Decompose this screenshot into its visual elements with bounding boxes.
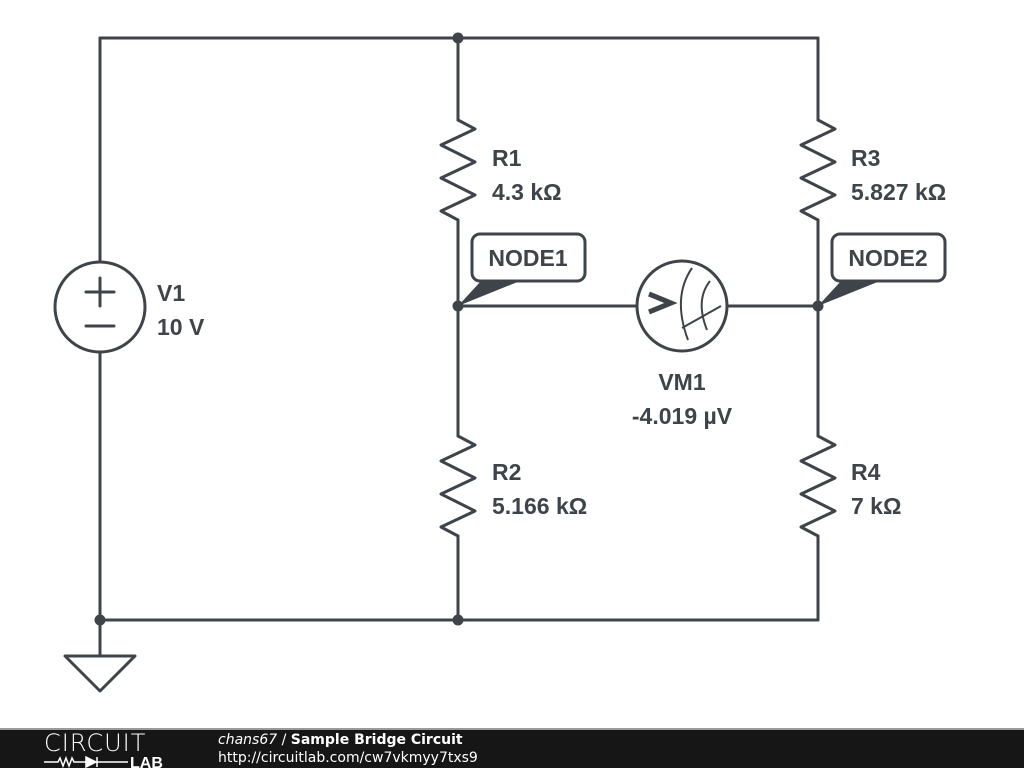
r4-value-label: 7 kΩ [851,493,901,519]
r4-name-label: R4 [851,459,881,485]
junction-dot [94,614,106,626]
r1-name-label: R1 [492,145,522,171]
junction-dot [452,614,464,626]
circuit-title: Sample Bridge Circuit [290,732,463,748]
v1-value-label: 10 V [157,314,205,340]
voltmeter-arrow-icon [648,291,678,315]
schematic-canvas: V1 10 V R1 4.3 kΩ R3 5.827 kΩ R2 5.166 k… [53,32,947,693]
voltmeter-icon [635,259,729,353]
vm1-name-label: VM1 [658,369,706,395]
footer-bar: CIRCUIT LAB chans67 / Sample Bridge Circ… [0,728,1024,768]
circuitlab-logo-icon[interactable]: LAB [44,754,184,768]
plus-icon [84,276,116,308]
voltmeter-vm1[interactable]: VM1 -4.019 µV [632,259,733,429]
v1-name-label: V1 [157,280,185,306]
resistor-r3[interactable]: R3 5.827 kΩ [799,118,946,222]
wires [98,36,820,658]
node1-label-text: NODE1 [488,245,567,271]
circuit-url-link[interactable]: http://circuitlab.com/cw7vkmyy7txs9 [218,750,478,766]
node-label-box [830,232,947,283]
logo-lab-text: LAB [130,755,163,768]
diode-logo-icon [85,755,128,768]
r2-value-label: 5.166 kΩ [492,493,587,519]
resistor-icon [799,434,837,538]
vm1-value-label: -4.019 µV [632,403,733,429]
resistor-r2[interactable]: R2 5.166 kΩ [439,434,587,538]
r3-value-label: 5.827 kΩ [851,179,946,205]
resistor-icon [799,118,837,222]
ground-icon[interactable] [63,654,137,693]
footer-title-line: chans67 / Sample Bridge Circuit [218,732,463,749]
node-label-node1[interactable]: NODE1 [458,232,587,306]
node-label-node2[interactable]: NODE2 [818,232,947,306]
author-link[interactable]: chans67 [218,732,278,748]
resistor-r1[interactable]: R1 4.3 kΩ [439,118,562,222]
node-pointer-icon [458,281,520,306]
meter-arc-icon [679,267,693,341]
circuitlab-logo-text[interactable]: CIRCUIT [44,729,147,757]
meter-arc-icon [700,280,711,331]
voltage-source-v1[interactable]: V1 10 V [53,260,205,354]
resistor-r4[interactable]: R4 7 kΩ [799,434,901,538]
node2-label-text: NODE2 [848,245,927,271]
node-pointer-icon [818,281,880,306]
meter-needle-icon [681,305,722,329]
resistor-icon [439,434,477,538]
voltage-source-icon [53,260,147,354]
node-label-box [470,232,587,283]
r3-name-label: R3 [851,145,880,171]
title-separator: / [277,732,291,748]
r1-value-label: 4.3 kΩ [492,179,562,205]
junction-dot [452,32,464,44]
resistor-logo-icon [44,755,86,768]
resistor-icon [439,118,477,222]
r2-name-label: R2 [492,459,521,485]
